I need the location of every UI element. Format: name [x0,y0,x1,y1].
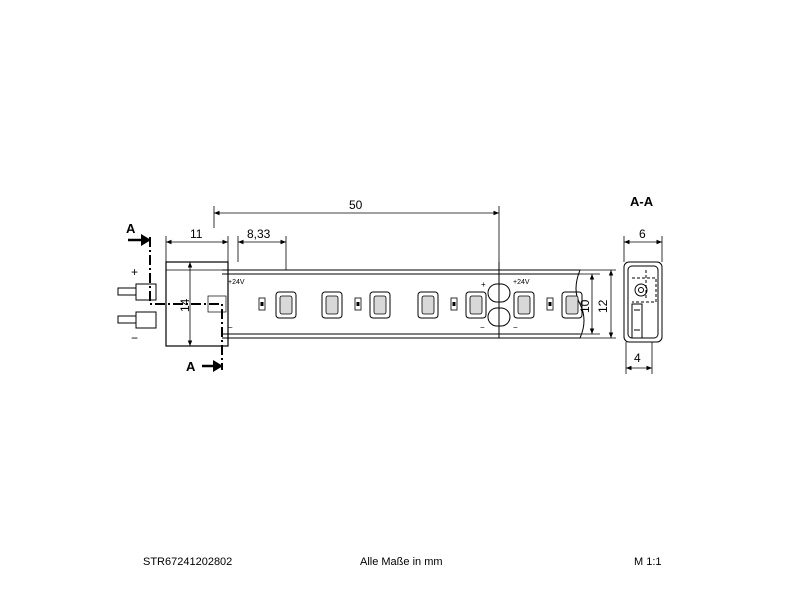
section-arrow-bottom [202,360,223,372]
dimension-strip-inner [580,273,600,335]
dimension-profile-bottom [625,342,653,374]
dimension-label-6: 6 [639,227,646,241]
dimension-cut-length [213,206,500,262]
resistor-marking [260,302,264,306]
led-lens [279,295,293,315]
dimension-connector-width [165,236,229,262]
led-strip-body [222,262,585,339]
led-lens [373,295,387,315]
section-marker-top: A [126,221,136,236]
resistor-marking [452,302,456,306]
resistor-marking [548,302,552,306]
led-lens [421,295,435,315]
strip-voltage-label-right: +24V [513,279,530,286]
profile-cross-section [623,261,663,343]
units-note: Alle Maße in mm [360,556,443,568]
led-row [258,291,583,319]
dimension-label-4: 4 [634,351,641,365]
plus-terminal-label: + [131,265,138,279]
section-line [149,237,223,370]
strip-minus-label-mid: − [480,323,485,332]
led-chip [321,291,343,319]
dimension-label-8-33: 8,33 [247,227,271,241]
dimension-label-14: 14 [178,298,192,312]
resistor-marking [356,302,360,306]
scale-label: M 1:1 [634,556,662,568]
dimension-label-11: 11 [190,227,203,241]
dimension-strip-outer [580,269,616,339]
led-chip [513,291,535,319]
section-title: A-A [630,194,654,209]
led-chip [417,291,439,319]
article-number: STR67241202802 [143,556,233,568]
dimension-profile-top [623,236,663,262]
dimension-label-50: 50 [349,198,363,212]
led-lens [565,295,579,315]
strip-minus-label-left: − [228,323,233,332]
minus-terminal-label: − [131,331,138,345]
led-chip [275,291,297,319]
strip-plus-label: + [481,280,486,289]
dimension-led-pitch [237,236,287,270]
led-lens [325,295,339,315]
section-marker-bottom: A [186,359,196,374]
strip-minus-label-right: − [513,323,518,332]
led-chip [561,291,583,319]
dimension-label-12: 12 [596,299,610,313]
section-arrow-top [128,234,151,246]
led-chip [369,291,391,319]
connector-pins [117,283,227,329]
connector-block [165,261,229,347]
led-lens [517,295,531,315]
led-lens [469,295,483,315]
led-chip [465,291,487,319]
cut-pads [487,283,511,327]
dimension-label-10: 10 [578,299,592,313]
strip-voltage-label-left: +24V [228,279,245,286]
